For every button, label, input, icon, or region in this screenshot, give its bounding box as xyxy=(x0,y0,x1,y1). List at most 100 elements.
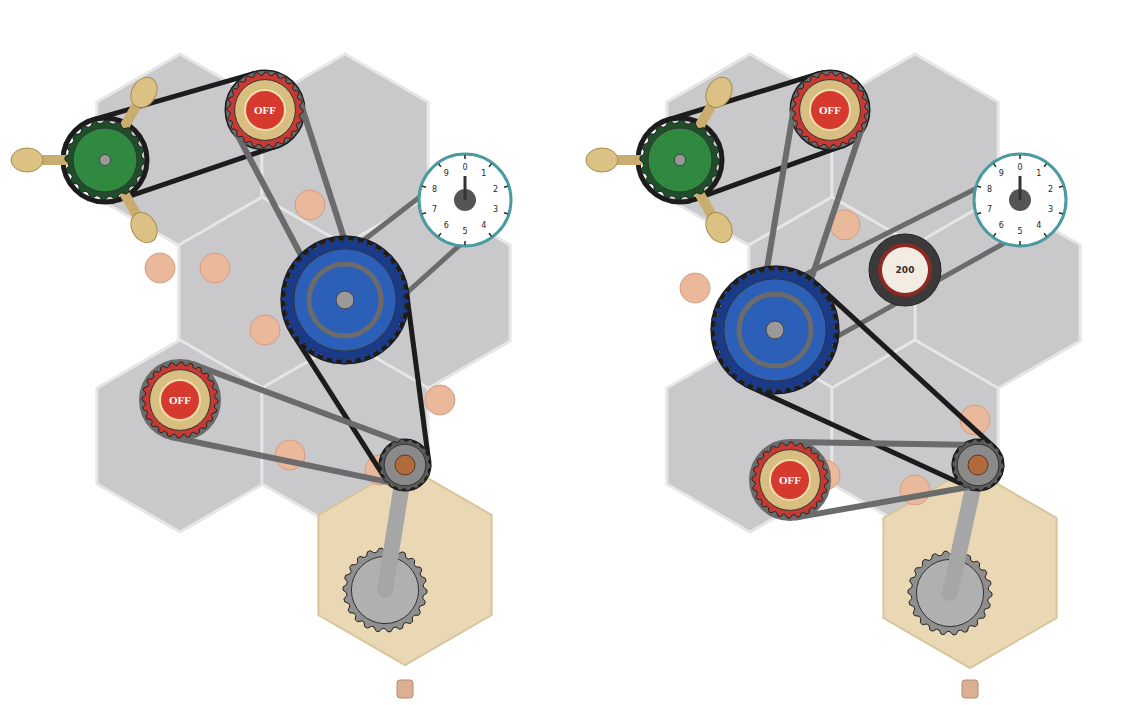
switch-gear-face xyxy=(235,80,296,141)
dial-tick xyxy=(489,233,491,236)
idler-gear xyxy=(379,439,431,491)
board-config xyxy=(586,54,1080,698)
dial-number: 6 xyxy=(444,222,449,230)
gauge-ring xyxy=(869,234,941,306)
dial-tick xyxy=(1019,241,1021,245)
crank-knob xyxy=(397,680,413,698)
peg xyxy=(200,253,230,283)
board-config xyxy=(11,54,511,698)
green-gear xyxy=(65,120,145,200)
belt xyxy=(193,364,412,446)
green-gear xyxy=(640,120,720,200)
dial-tick xyxy=(977,213,981,214)
dial-number: 2 xyxy=(493,186,498,194)
dial-tick xyxy=(422,186,426,187)
peg xyxy=(680,273,710,303)
dial-tick xyxy=(994,233,996,236)
peg xyxy=(145,253,175,283)
belt-loop xyxy=(752,442,828,518)
blue-gear-hub xyxy=(766,321,784,339)
dial-tick xyxy=(994,164,996,167)
switch-label: OFF xyxy=(779,475,801,486)
dial-needle xyxy=(1019,176,1022,200)
idler-gear xyxy=(952,439,1004,491)
paddle xyxy=(586,148,618,172)
belt xyxy=(172,437,401,484)
belt xyxy=(406,292,428,462)
dial-tick xyxy=(1059,213,1063,214)
paddle xyxy=(11,148,43,172)
dial-tick xyxy=(439,164,441,167)
dial-number: 8 xyxy=(987,186,992,194)
switch-button: OFF xyxy=(159,379,201,421)
belt xyxy=(791,442,979,445)
blue-gear-face xyxy=(294,249,396,351)
dial-number: 9 xyxy=(999,170,1004,178)
hex-tile xyxy=(97,340,263,532)
belt-loop xyxy=(63,118,147,202)
switch-gear xyxy=(752,442,828,518)
dial-number: 1 xyxy=(1036,170,1041,178)
belt-loop xyxy=(739,294,811,366)
dial-tick xyxy=(504,213,508,214)
switch-gear xyxy=(792,72,868,148)
dial-number: 0 xyxy=(1017,164,1022,172)
dial-number: 2 xyxy=(1048,186,1053,194)
belt-loop xyxy=(309,264,381,336)
switch-gear-face xyxy=(150,370,211,431)
paddle xyxy=(126,208,163,248)
belt-loop xyxy=(792,72,868,148)
dial-tick xyxy=(489,164,491,167)
dial-tick xyxy=(464,155,466,159)
switch-button: OFF xyxy=(244,89,286,131)
switch-gear xyxy=(227,72,303,148)
switch-gear xyxy=(142,362,218,438)
dial-tick xyxy=(464,241,466,245)
dial-tick xyxy=(1059,186,1063,187)
green-gear-hub xyxy=(99,154,110,165)
peg xyxy=(425,385,455,415)
crank-knob xyxy=(962,680,978,698)
idler-gear-face xyxy=(384,444,426,486)
counter-dial xyxy=(974,154,1066,246)
dial-number: 4 xyxy=(1036,222,1041,230)
dial-number: 6 xyxy=(999,222,1004,230)
dial-number: 0 xyxy=(462,164,467,172)
paddle xyxy=(701,73,738,113)
switch-button: OFF xyxy=(809,89,851,131)
dial-number: 3 xyxy=(1048,206,1053,214)
base-tile xyxy=(318,465,491,665)
dial-number: 7 xyxy=(432,206,437,214)
switch-label: OFF xyxy=(819,105,841,116)
switch-gear-face xyxy=(760,450,821,511)
dial-tick xyxy=(504,186,508,187)
counter-dial xyxy=(419,154,511,246)
idler-hub xyxy=(968,455,988,475)
belt xyxy=(817,284,994,447)
dial-needle xyxy=(464,176,467,200)
belt-loop xyxy=(227,72,303,148)
dial-tick xyxy=(439,233,441,236)
belt-loop xyxy=(958,445,998,485)
paddle xyxy=(701,208,738,248)
idler-gear-face xyxy=(957,444,999,486)
dial-number: 9 xyxy=(444,170,449,178)
gauge-reading: 200 xyxy=(896,266,915,275)
dial-number: 7 xyxy=(987,206,992,214)
peg xyxy=(295,190,325,220)
belt-loop xyxy=(638,118,722,202)
belt-loop xyxy=(385,445,425,485)
dial-tick xyxy=(1044,164,1046,167)
dial-number: 5 xyxy=(1017,228,1022,236)
gauge-face xyxy=(882,247,928,293)
dial-number: 1 xyxy=(481,170,486,178)
dial-tick xyxy=(1044,233,1046,236)
green-gear-hub xyxy=(674,154,685,165)
blue-gear xyxy=(711,266,839,394)
green-gear-face xyxy=(73,128,137,192)
dial-tick xyxy=(422,213,426,214)
blue-gear-face xyxy=(724,279,826,381)
peg xyxy=(250,315,280,345)
